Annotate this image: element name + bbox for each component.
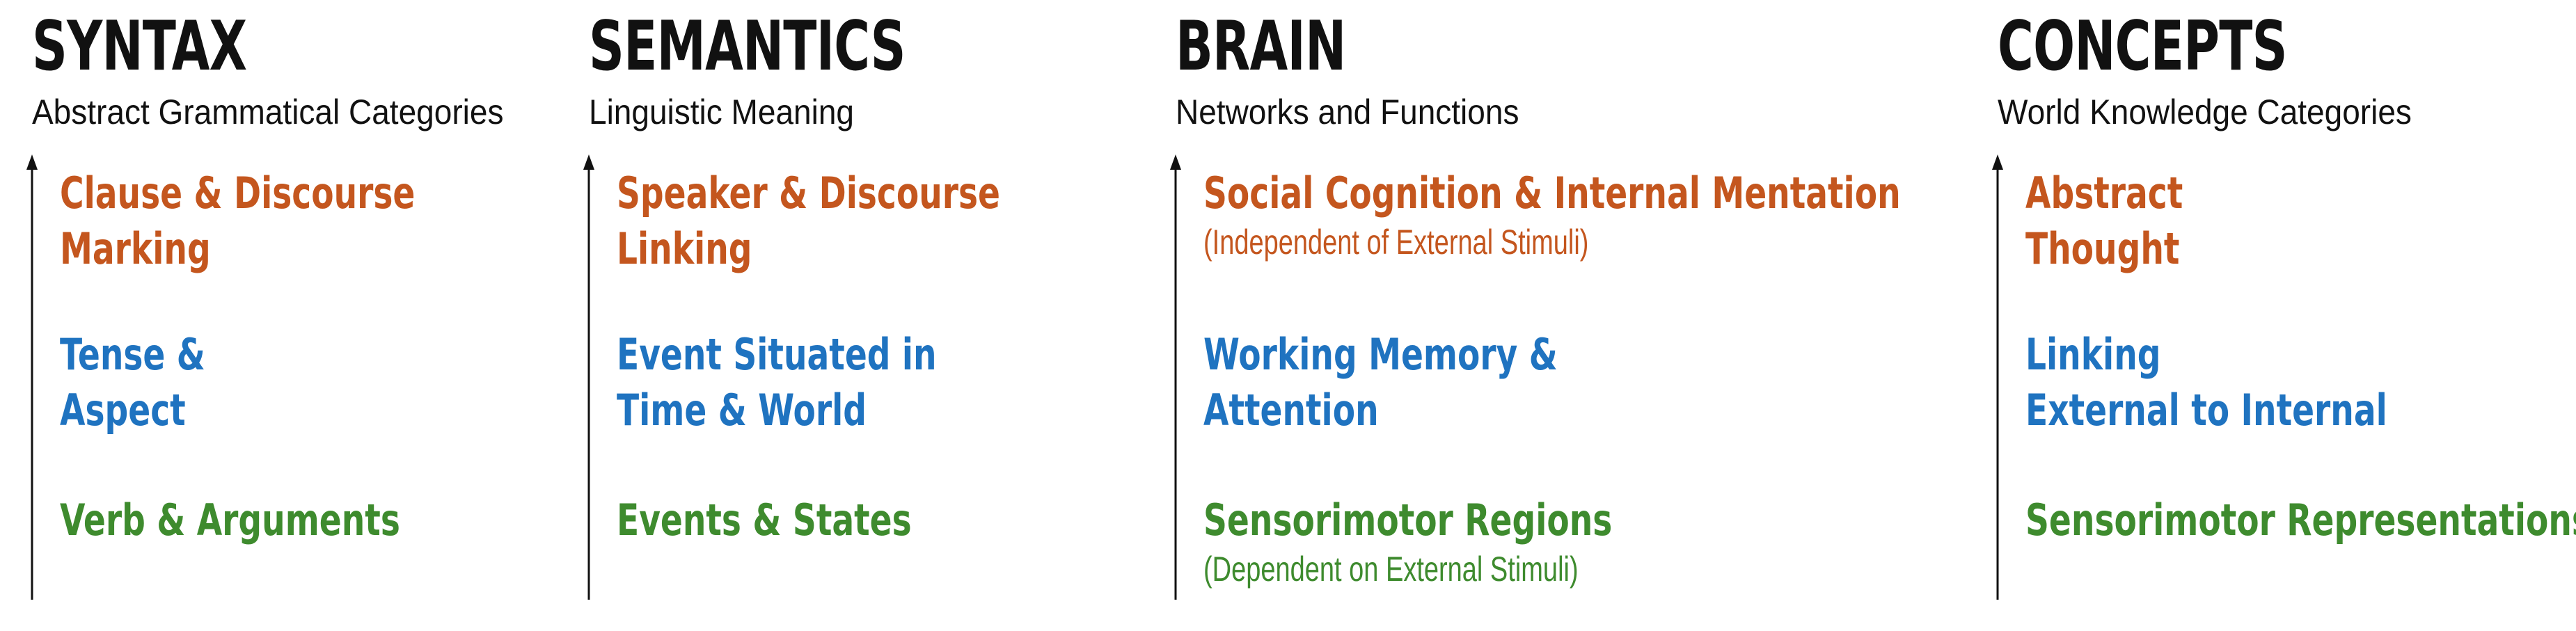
- level-line: Speaker & Discourse: [617, 168, 1000, 218]
- column-subtitle: Abstract Grammatical Categories: [32, 93, 504, 131]
- level-high: Social Cognition & Internal Mentation (I…: [1203, 166, 1901, 263]
- column-subtitle: Networks and Functions: [1176, 93, 1519, 131]
- up-arrow-icon: [583, 154, 594, 600]
- level-line: Linking: [617, 223, 752, 274]
- level-high: Abstract Thought: [2025, 166, 2183, 277]
- level-line: Tense &: [60, 329, 205, 380]
- level-line: Thought: [2025, 223, 2180, 274]
- level-line: External to Internal: [2025, 385, 2387, 436]
- up-arrow-icon: [1992, 154, 2003, 600]
- level-high: Speaker & Discourse Linking: [617, 166, 1000, 277]
- level-low: Events & States: [617, 493, 912, 548]
- level-line: Sensorimotor Regions: [1203, 495, 1613, 545]
- level-mid: Tense & Aspect: [60, 327, 205, 438]
- level-note: (Independent of External Stimuli): [1203, 223, 1589, 262]
- level-line: Clause & Discourse: [60, 168, 416, 218]
- level-low: Sensorimotor Representations: [2025, 493, 2576, 548]
- column-subtitle: Linguistic Meaning: [589, 93, 855, 131]
- level-line: Verb & Arguments: [60, 495, 400, 545]
- level-mid: Working Memory & Attention: [1203, 327, 1558, 438]
- level-high: Clause & Discourse Marking: [60, 166, 415, 277]
- level-line: Linking: [2025, 329, 2161, 380]
- column-subtitle: World Knowledge Categories: [1998, 93, 2412, 131]
- level-low: Verb & Arguments: [60, 493, 400, 548]
- level-line: Marking: [60, 223, 211, 274]
- level-note: (Dependent on External Stimuli): [1203, 550, 1579, 589]
- column-title: SEMANTICS: [589, 7, 906, 86]
- level-low: Sensorimotor Regions (Dependent on Exter…: [1203, 493, 1612, 590]
- level-mid: Event Situated in Time & World: [617, 327, 937, 438]
- level-line: Aspect: [60, 385, 186, 436]
- column-title: BRAIN: [1176, 7, 1346, 86]
- level-line: Event Situated in: [617, 329, 937, 380]
- level-line: Working Memory &: [1203, 329, 1558, 380]
- level-line: Attention: [1203, 385, 1379, 436]
- level-line: Events & States: [617, 495, 912, 545]
- level-mid: Linking External to Internal: [2025, 327, 2387, 438]
- level-line: Social Cognition & Internal Mentation: [1203, 168, 1901, 218]
- column-title: CONCEPTS: [1998, 7, 2287, 86]
- up-arrow-icon: [26, 154, 38, 600]
- level-line: Sensorimotor Representations: [2025, 495, 2576, 545]
- up-arrow-icon: [1170, 154, 1181, 600]
- level-line: Time & World: [617, 385, 867, 436]
- column-title: SYNTAX: [32, 7, 247, 86]
- level-line: Abstract: [2025, 168, 2183, 218]
